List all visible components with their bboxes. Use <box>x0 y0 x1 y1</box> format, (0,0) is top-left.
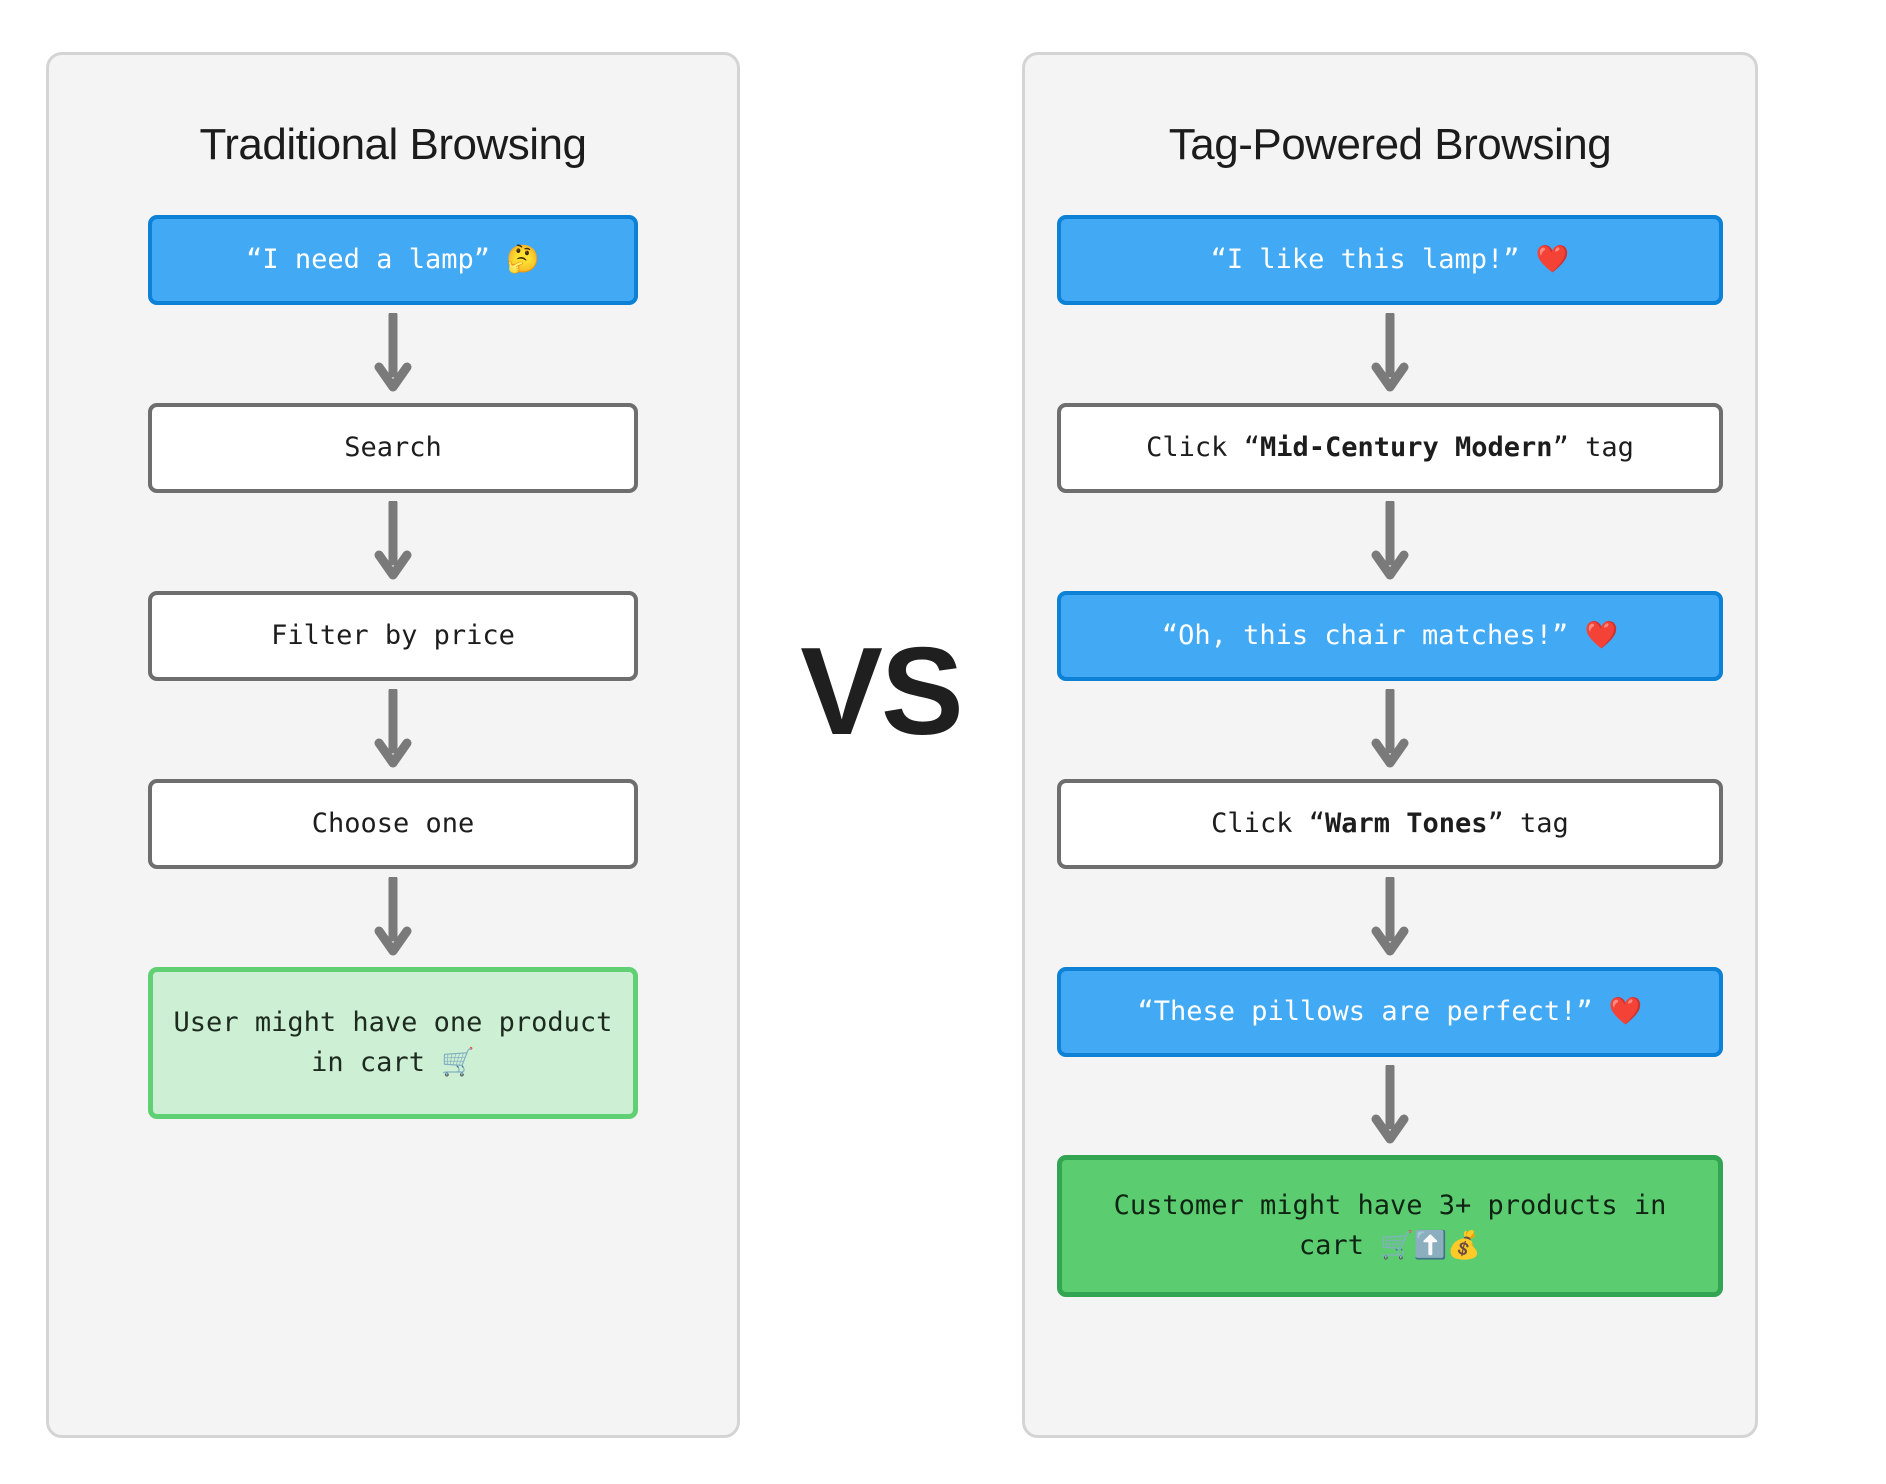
node-left-choose-one: Choose one <box>148 779 638 870</box>
arrow-down-icon <box>374 877 412 956</box>
node-right-click-midcentury-tag: Click “Mid-Century Modern” tag <box>1057 403 1723 494</box>
node-right-0-label: “I like this lamp!” ❤️ <box>1210 244 1570 276</box>
arrow-down-icon <box>374 689 412 768</box>
versus-label: VS <box>800 623 963 761</box>
node-left-search: Search <box>148 403 638 494</box>
arrow-down-icon <box>1371 1065 1409 1144</box>
node-left-0-label: “I need a lamp” 🤔 <box>246 244 540 276</box>
arrow-down-icon <box>1371 313 1409 392</box>
panel-tag-powered-browsing: Tag-Powered Browsing “I like this lamp!”… <box>1022 52 1758 1438</box>
node-right-1-label: Click “Mid-Century Modern” tag <box>1146 432 1634 464</box>
node-right-2-label: “Oh, this chair matches!” ❤️ <box>1161 620 1619 652</box>
node-left-outcome: User might have one product in cart 🛒 <box>148 967 638 1120</box>
node-right-click-warm-tones-tag: Click “Warm Tones” tag <box>1057 779 1723 870</box>
node-left-user-intent: “I need a lamp” 🤔 <box>148 215 638 306</box>
emphasized-tag-name: Warm Tones <box>1324 808 1488 840</box>
panel-traditional-browsing: Traditional Browsing “I need a lamp” 🤔 S… <box>46 52 740 1438</box>
arrow-down-icon <box>374 313 412 392</box>
node-left-1-label: Search <box>344 432 442 464</box>
panel-title-traditional: Traditional Browsing <box>199 120 588 169</box>
node-right-5-label: Customer might have 3+ products in cart … <box>1113 1189 1667 1262</box>
panel-title-tag-powered: Tag-Powered Browsing <box>1168 120 1612 169</box>
arrow-down-icon <box>374 501 412 580</box>
arrow-down-icon <box>1371 689 1409 768</box>
emphasized-tag-name: Mid-Century Modern <box>1259 432 1553 464</box>
arrow-down-icon <box>1371 501 1409 580</box>
flow-tag-powered: “I like this lamp!” ❤️ Click “Mid-Centur… <box>1025 215 1755 1298</box>
node-left-4-label: User might have one product in cart 🛒 <box>173 1006 613 1079</box>
flow-traditional: “I need a lamp” 🤔 Search Filter by price <box>49 215 737 1120</box>
node-right-4-label: “These pillows are perfect!” ❤️ <box>1137 996 1643 1028</box>
node-right-like-lamp: “I like this lamp!” ❤️ <box>1057 215 1723 306</box>
node-right-chair-matches: “Oh, this chair matches!” ❤️ <box>1057 591 1723 682</box>
arrow-down-icon <box>1371 877 1409 956</box>
node-right-3-label: Click “Warm Tones” tag <box>1211 808 1569 840</box>
node-left-filter-by-price: Filter by price <box>148 591 638 682</box>
node-left-2-label: Filter by price <box>271 620 515 652</box>
node-right-outcome: Customer might have 3+ products in cart … <box>1057 1155 1723 1298</box>
node-left-3-label: Choose one <box>311 808 475 840</box>
node-right-pillows-perfect: “These pillows are perfect!” ❤️ <box>1057 967 1723 1058</box>
